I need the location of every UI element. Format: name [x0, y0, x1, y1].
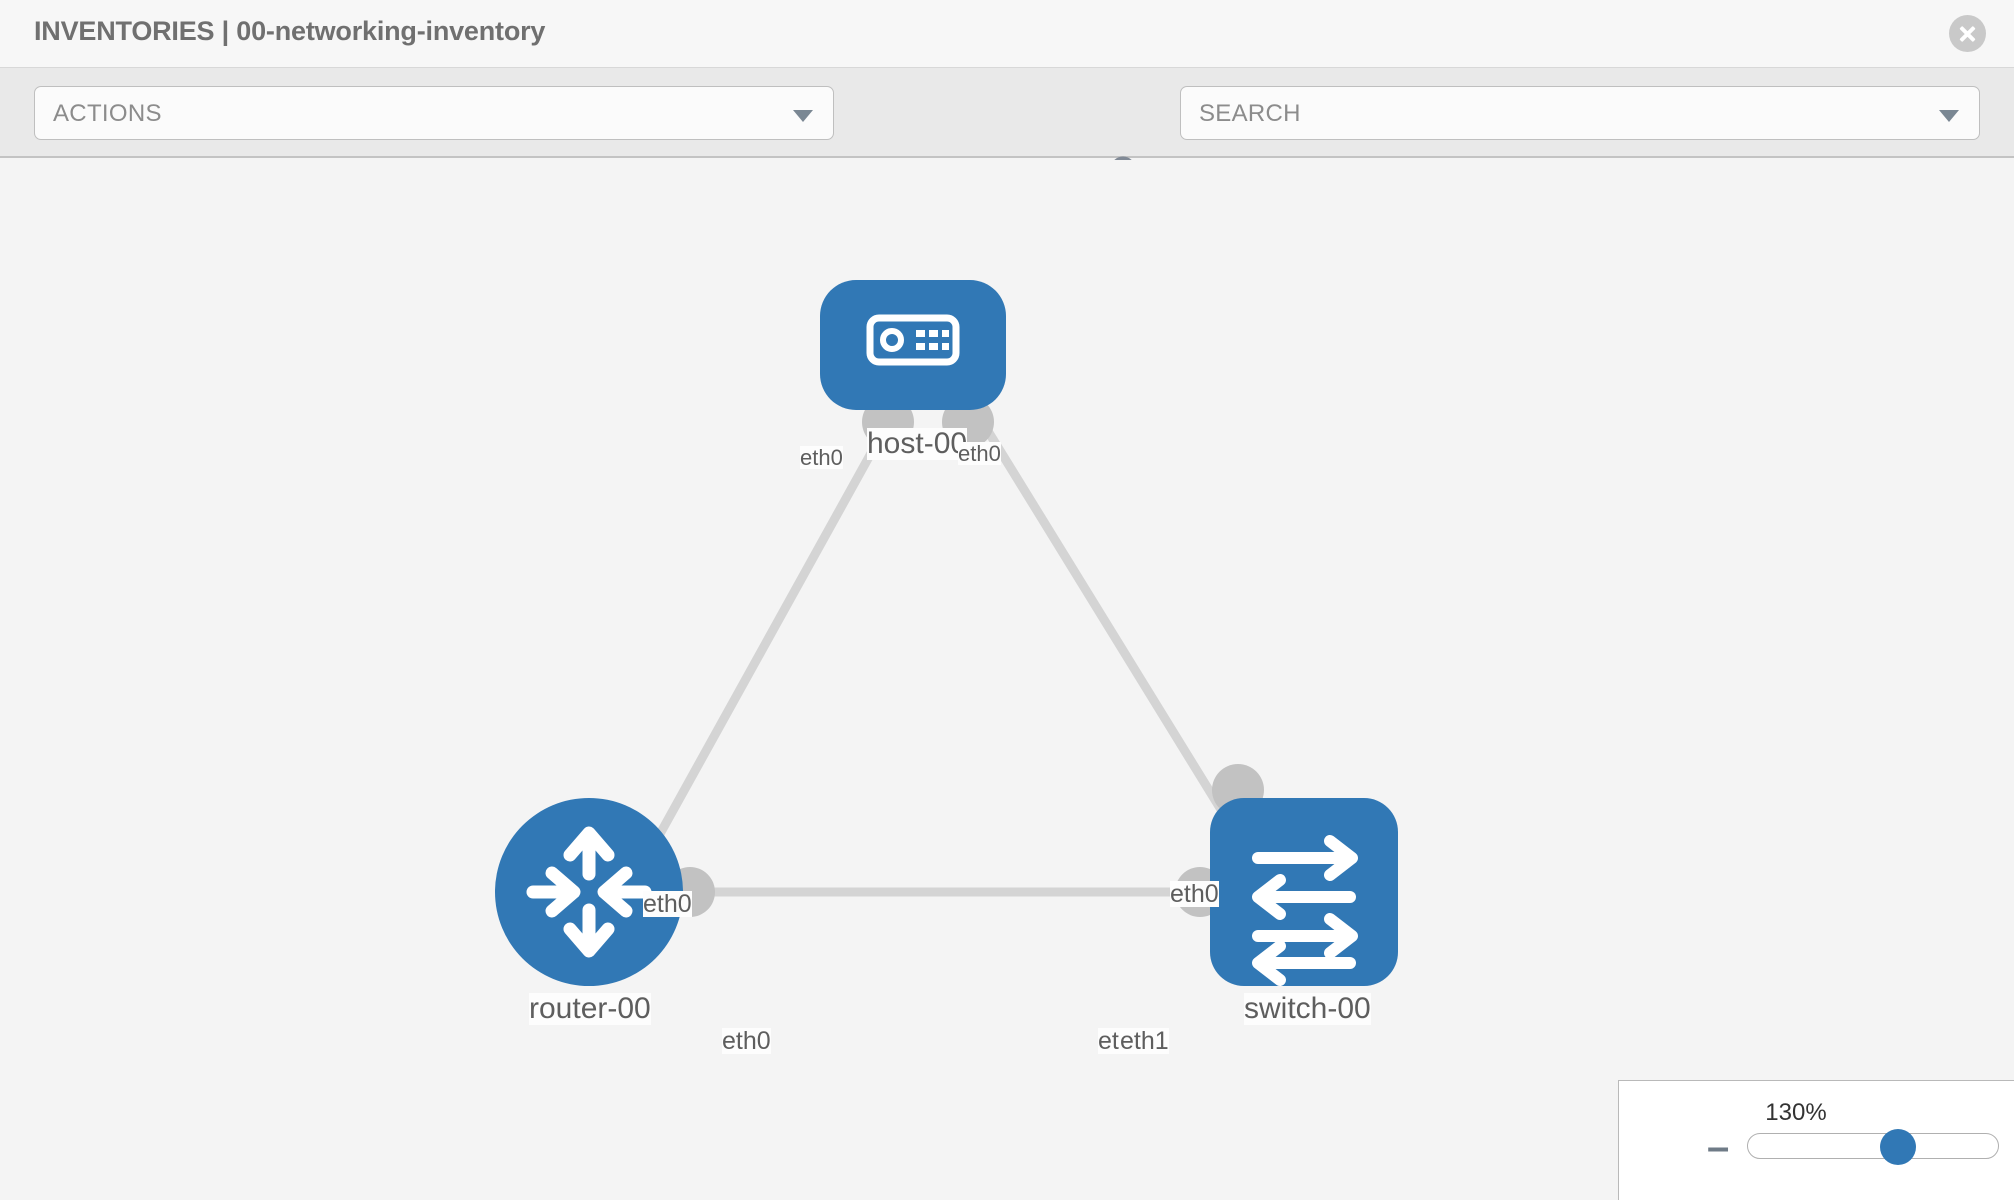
node-router-00 [495, 798, 683, 986]
interface-label-switch-eth0-up: eth0 [1170, 880, 1219, 908]
page-title: INVENTORIES | 00-networking-inventory [34, 16, 546, 46]
interface-label-switch-eth1: eth1 [1120, 1027, 1169, 1055]
server-device-icon [866, 314, 960, 366]
close-icon[interactable] [1949, 15, 1986, 52]
zoom-slider-thumb[interactable] [1880, 1129, 1916, 1165]
zoom-level-value: 130% [1765, 1099, 1827, 1126]
link-host-switch [970, 405, 1257, 865]
node-host-00 [820, 280, 1006, 410]
actions-dropdown-label: ACTIONS [53, 100, 162, 127]
link-host-router [635, 405, 900, 875]
zoom-control-panel: 130% – + [1618, 1080, 2014, 1200]
search-placeholder: SEARCH [1199, 100, 1301, 127]
interface-label-host-eth0-right: eth0 [958, 441, 1001, 466]
topology-graph [495, 280, 1398, 986]
chevron-down-icon [1939, 110, 1959, 122]
interface-label-router-eth0-right: eth0 [722, 1027, 771, 1055]
switch-arrows-icon [1252, 835, 1358, 986]
page-header: INVENTORIES | 00-networking-inventory [0, 0, 2014, 68]
topology-canvas[interactable]: host-00 eth0 eth0 router-00 switch-00 et… [0, 160, 2014, 1200]
interface-label-host-eth0-left: eth0 [800, 445, 843, 470]
link-group [635, 405, 1257, 897]
zoom-slider-track[interactable] [1747, 1129, 1999, 1165]
node-label-switch-00: switch-00 [1244, 992, 1371, 1025]
node-label-host-00: host-00 [867, 427, 968, 460]
actions-dropdown[interactable]: ACTIONS [34, 86, 834, 140]
interface-label-router-eth0-up: eth0 [643, 890, 692, 918]
toolbar: ACTIONS SEARCH [0, 68, 2014, 201]
router-four-arrows-icon [526, 826, 652, 958]
search-input[interactable]: SEARCH [1180, 86, 1980, 140]
node-label-router-00: router-00 [529, 992, 651, 1025]
chevron-down-icon [793, 110, 813, 122]
node-switch-00 [1210, 798, 1398, 986]
zoom-out-button[interactable]: – [1707, 1125, 1730, 1169]
